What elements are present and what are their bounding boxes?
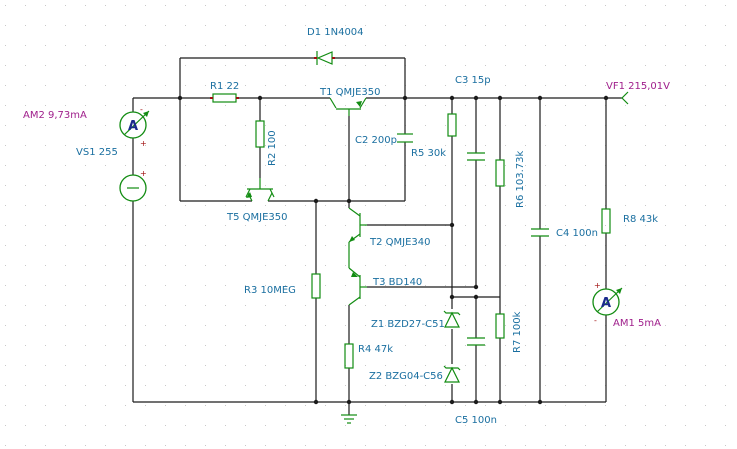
label-vs1: VS1 255 (76, 147, 118, 158)
label-am1: AM1 5mA (613, 318, 661, 329)
label-z2: Z2 BZG04-C56 (369, 371, 443, 382)
capacitor-c2[interactable] (397, 133, 413, 143)
resistor-r5[interactable] (447, 113, 457, 137)
resistor-r3[interactable] (311, 273, 321, 299)
transistor-t2[interactable] (348, 207, 367, 268)
label-t2: T2 QMJE340 (369, 237, 431, 248)
label-c5: C5 100n (455, 415, 497, 426)
ammeter-icon[interactable]: A + - (592, 281, 623, 325)
voltage-source-icon[interactable]: + (119, 169, 147, 202)
label-c4: C4 100n (556, 228, 598, 239)
label-r1: R1 22 (210, 81, 239, 92)
label-r7: R7 100k (512, 311, 523, 353)
capacitor-c5[interactable] (467, 337, 485, 346)
label-am2: AM2 9,73mA (23, 110, 87, 121)
label-d1: D1 1N4004 (307, 27, 364, 38)
resistor-r1[interactable] (210, 93, 239, 103)
label-z1: Z1 BZD27-C51 (371, 319, 445, 330)
voltage-probe-icon[interactable] (621, 91, 629, 105)
label-c3: C3 15p (455, 75, 491, 86)
transistor-t3[interactable] (348, 267, 367, 306)
resistor-r6[interactable] (495, 159, 505, 187)
transistor-t1[interactable] (329, 97, 367, 116)
am1-symbol: A (601, 296, 611, 311)
zener-z2[interactable] (443, 365, 461, 383)
label-c2: C2 200p (355, 135, 397, 146)
vs1-plus: + (140, 169, 147, 178)
label-r5: R5 30k (411, 148, 446, 159)
resistor-r7[interactable] (495, 313, 505, 339)
zener-z1[interactable] (443, 310, 461, 328)
capacitor-c3[interactable] (467, 152, 485, 161)
grid-dots (5, 5, 726, 446)
label-t3: T3 BD140 (372, 277, 422, 288)
am1-plus: + (594, 281, 601, 290)
am2-symbol: A (128, 119, 138, 134)
label-r2: R2 100 (267, 130, 278, 166)
ground-icon (341, 414, 357, 424)
wires (132, 57, 622, 415)
am2-plus: + (140, 139, 147, 148)
resistor-r8[interactable] (601, 208, 611, 234)
label-r4: R4 47k (358, 344, 393, 355)
labels: D1 1N4004 R1 22 T1 QMJE350 C3 15p VF1 21… (23, 27, 670, 426)
label-t5: T5 QMJE350 (226, 212, 288, 223)
am2-minus: - (140, 105, 143, 114)
capacitor-c4[interactable] (531, 228, 549, 237)
label-r6: R6 103.73k (515, 151, 526, 208)
transistor-t5[interactable] (245, 178, 275, 202)
label-t1: T1 QMJE350 (319, 87, 381, 98)
resistor-r2[interactable] (255, 120, 265, 148)
am1-minus: - (594, 316, 597, 325)
diode-d1[interactable] (314, 51, 335, 65)
label-r3: R3 10MEG (244, 285, 296, 296)
label-r8: R8 43k (623, 214, 658, 225)
resistor-r4[interactable] (344, 343, 354, 369)
junctions (177, 95, 609, 405)
ammeter-icon[interactable]: A - + (119, 105, 150, 148)
label-vf1: VF1 215,01V (606, 81, 670, 92)
